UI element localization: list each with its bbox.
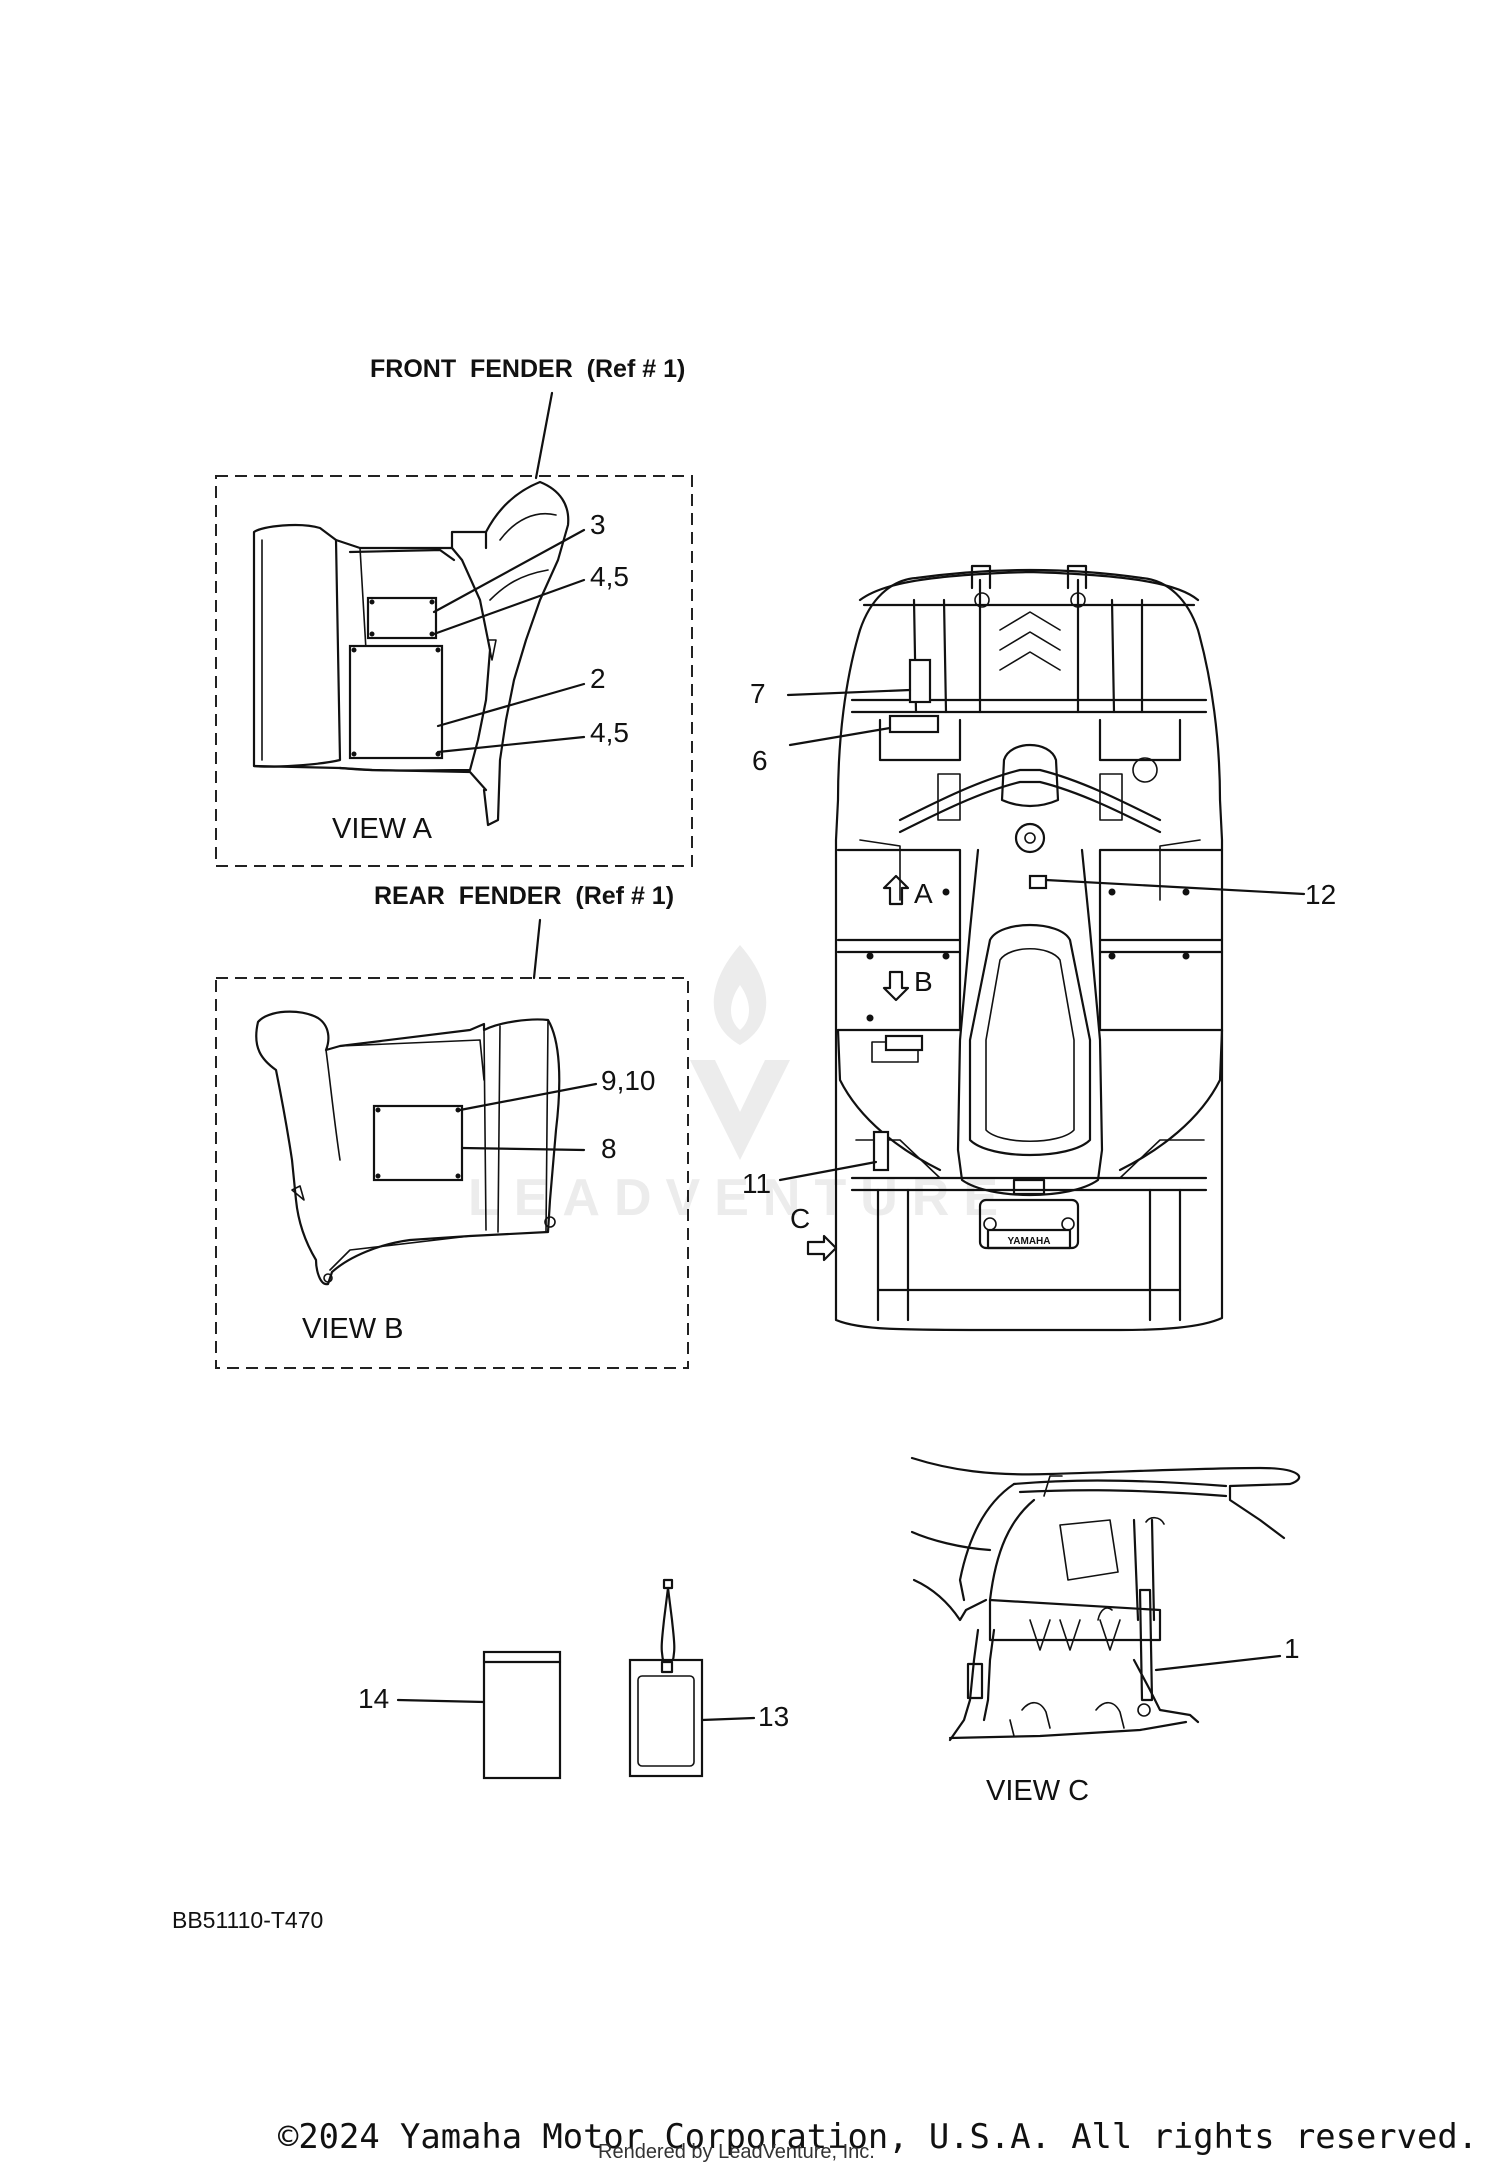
- rear-fender-drawing: [255, 1010, 561, 1286]
- callout-3: 3: [590, 509, 606, 540]
- callout-1: 1: [1284, 1633, 1300, 1664]
- view-a-frame: [215, 475, 693, 867]
- hang-tag-item: [628, 1578, 704, 1778]
- callout-4-5-top: 4,5: [590, 561, 629, 592]
- callout-12: 12: [1305, 879, 1336, 910]
- rendered-by-note: Rendered by LeadVenture, Inc.: [598, 2141, 875, 2163]
- copyright-footer: ©2024 Yamaha Motor Corporation, U.S.A. A…: [278, 2117, 1478, 2157]
- view-b-label: VIEW B: [302, 1313, 404, 1345]
- label-8-decal: [372, 1104, 464, 1182]
- callout-4-5-bottom: 4,5: [590, 717, 629, 748]
- label-2-decal: [348, 644, 444, 760]
- label-6-decal: [888, 714, 940, 734]
- callout-9-10: 9,10: [601, 1065, 656, 1096]
- view-b-arrow-icon: [882, 970, 910, 1002]
- callout-8: 8: [601, 1133, 617, 1164]
- view-a-marker: A: [914, 878, 933, 909]
- view-a-label: VIEW A: [332, 813, 433, 845]
- view-b-frame: [215, 977, 689, 1369]
- rear-frame-drawing: [910, 1456, 1301, 1742]
- callout-7: 7: [750, 678, 766, 709]
- view-c-label: VIEW C: [986, 1775, 1089, 1807]
- label-11-decal: [872, 1130, 890, 1172]
- callout-11: 11: [742, 1168, 771, 1199]
- brand-plate-text: YAMAHA: [1008, 1236, 1051, 1247]
- owner-manual-item: [482, 1650, 562, 1780]
- callout-2: 2: [590, 663, 606, 694]
- front-fender-heading: FRONT FENDER (Ref # 1): [370, 355, 685, 383]
- atv-side-decal: [884, 1034, 924, 1052]
- label-3-decal: [366, 596, 438, 640]
- callout-6: 6: [752, 745, 768, 776]
- view-a-arrow-icon: [882, 874, 910, 906]
- callout-13: 13: [758, 1701, 789, 1732]
- view-b-marker: B: [914, 966, 933, 997]
- callout-14: 14: [358, 1683, 389, 1714]
- diagram-code: BB51110-T470: [172, 1907, 323, 1933]
- view-c-arrow-icon: [806, 1234, 838, 1262]
- rear-fender-heading: REAR FENDER (Ref # 1): [374, 882, 674, 910]
- view-c-marker: C: [790, 1203, 810, 1234]
- label-7-decal: [908, 658, 932, 704]
- label-12-decal: [1028, 874, 1048, 890]
